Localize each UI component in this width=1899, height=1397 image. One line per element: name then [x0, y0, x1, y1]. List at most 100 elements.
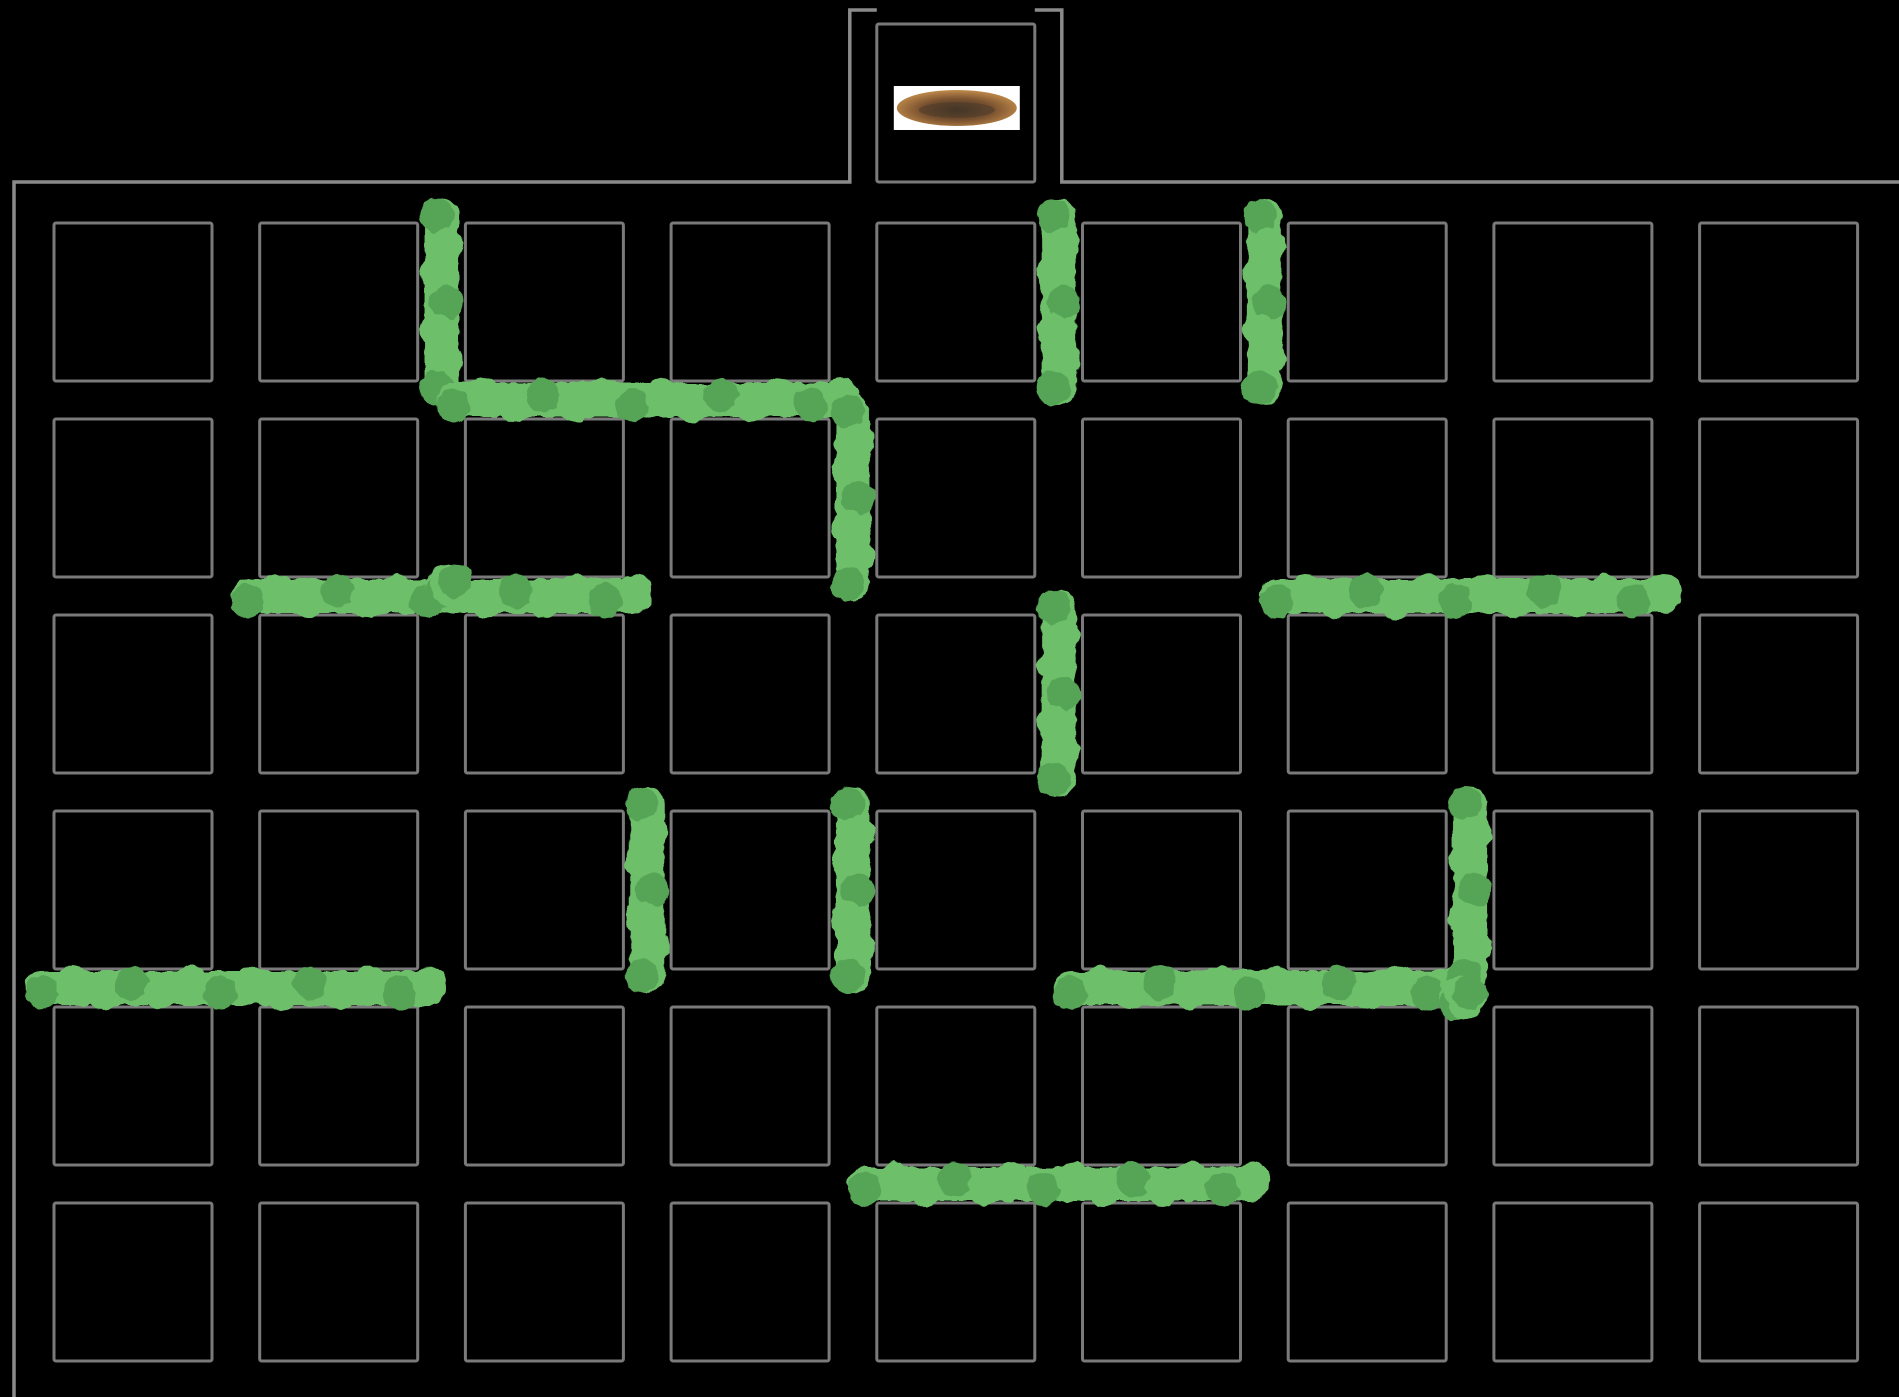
- grid-cell[interactable]: [671, 1007, 829, 1165]
- hedge-leaf: [831, 959, 865, 993]
- hedge-leaf: [1143, 966, 1177, 1000]
- hedge-leaf: [323, 976, 357, 1010]
- hedge-leaf: [675, 388, 709, 422]
- grid-cell[interactable]: [877, 1203, 1035, 1361]
- grid-cell[interactable]: [54, 1203, 212, 1361]
- grid-cell[interactable]: [260, 419, 418, 577]
- hedge-leaf: [1468, 574, 1502, 608]
- grid-cell[interactable]: [1083, 223, 1241, 381]
- hedge-leaf: [967, 1172, 1001, 1206]
- grid-cell[interactable]: [1083, 1007, 1241, 1165]
- grid-cell[interactable]: [1494, 1203, 1652, 1361]
- hedge-leaf: [735, 388, 769, 422]
- hedge-leaf: [937, 1162, 971, 1196]
- grid-cell[interactable]: [54, 223, 212, 381]
- grid-cell[interactable]: [1288, 419, 1446, 577]
- hedge-wall: [848, 1162, 1269, 1206]
- hedge-leaf: [794, 388, 828, 422]
- hedge-leaf: [559, 574, 593, 608]
- hedge-leaf: [499, 574, 533, 608]
- grid-cell[interactable]: [1700, 1203, 1858, 1361]
- grid-cell[interactable]: [1288, 811, 1446, 969]
- hedge-leaf: [174, 966, 208, 1000]
- grid-cell[interactable]: [1083, 419, 1241, 577]
- hedge-leaf: [588, 584, 622, 618]
- grid-cell[interactable]: [260, 811, 418, 969]
- grid-cell[interactable]: [1494, 223, 1652, 381]
- hedge-leaf: [1116, 1162, 1150, 1196]
- grid-cell[interactable]: [1288, 223, 1446, 381]
- grid-cell[interactable]: [465, 615, 623, 773]
- grid-cell[interactable]: [1700, 223, 1858, 381]
- hedge-leaf: [1146, 1172, 1180, 1206]
- hedge-leaf: [437, 388, 471, 422]
- hedge-leaf: [1292, 976, 1326, 1010]
- grid-cell[interactable]: [54, 615, 212, 773]
- grid-cell[interactable]: [1083, 811, 1241, 969]
- grid-cell[interactable]: [1288, 1203, 1446, 1361]
- wooden-log-token-icon[interactable]: [897, 90, 1017, 126]
- hedge-leaf: [1206, 1172, 1240, 1206]
- grid-cell[interactable]: [1700, 1007, 1858, 1165]
- grid-cell[interactable]: [465, 419, 623, 577]
- hedge-leaf: [115, 966, 149, 1000]
- grid-cell[interactable]: [260, 1007, 418, 1165]
- grid-cell[interactable]: [1083, 1203, 1241, 1361]
- hedge-wall: [831, 787, 875, 993]
- hedge-leaf: [290, 584, 324, 618]
- hedge-wall: [25, 966, 446, 1010]
- grid-cell[interactable]: [877, 1007, 1035, 1165]
- hedge-leaf: [144, 976, 178, 1010]
- grid-cell[interactable]: [1700, 419, 1858, 577]
- hedge-leaf: [529, 584, 563, 618]
- hedge-leaf: [466, 378, 500, 412]
- grid-cell[interactable]: [54, 419, 212, 577]
- grid-cell[interactable]: [260, 1203, 418, 1361]
- grid-cell[interactable]: [1288, 615, 1446, 773]
- grid-cell[interactable]: [671, 419, 829, 577]
- grid-cell[interactable]: [260, 615, 418, 773]
- hedge-leaf: [1113, 976, 1147, 1010]
- hedge-leaf: [1352, 976, 1386, 1010]
- grid-cell[interactable]: [1494, 1007, 1652, 1165]
- hedge-leaf: [1027, 1172, 1061, 1206]
- grid-cell[interactable]: [671, 223, 829, 381]
- hedge-leaf: [1057, 1162, 1091, 1196]
- grid-cell[interactable]: [465, 811, 623, 969]
- grid-cell[interactable]: [671, 1203, 829, 1361]
- grid-cell[interactable]: [877, 615, 1035, 773]
- grid-cell[interactable]: [671, 811, 829, 969]
- hedge-leaf: [1232, 976, 1266, 1010]
- grid-cell[interactable]: [1494, 419, 1652, 577]
- hedge-leaf: [1176, 1162, 1210, 1196]
- hedge-leaf: [1528, 574, 1562, 608]
- hedge-wall: [1242, 199, 1286, 405]
- grid-cell[interactable]: [260, 223, 418, 381]
- hedge-leaf: [264, 976, 298, 1010]
- grid-cell[interactable]: [1494, 811, 1652, 969]
- hedge-leaf: [1557, 584, 1591, 618]
- grid-cell[interactable]: [671, 615, 829, 773]
- grid-cell[interactable]: [465, 1007, 623, 1165]
- hedge-leaf: [353, 966, 387, 1000]
- grid-cell[interactable]: [54, 1007, 212, 1165]
- grid-cell[interactable]: [877, 811, 1035, 969]
- grid-cell[interactable]: [1288, 1007, 1446, 1165]
- hedge-leaf: [1453, 976, 1487, 1010]
- grid-cell[interactable]: [877, 419, 1035, 577]
- grid-cell[interactable]: [1494, 615, 1652, 773]
- grid-cell[interactable]: [1700, 811, 1858, 969]
- hedge-leaf: [1173, 976, 1207, 1010]
- grid-cell[interactable]: [1700, 615, 1858, 773]
- player-piece-layer: [894, 86, 1020, 130]
- grid-cell[interactable]: [465, 223, 623, 381]
- hedge-leaf: [556, 388, 590, 422]
- grid-cell[interactable]: [1083, 615, 1241, 773]
- hedge-leaf: [1203, 966, 1237, 1000]
- hedge-leaf: [586, 378, 620, 412]
- grid-cell[interactable]: [465, 1203, 623, 1361]
- grid-cell[interactable]: [877, 223, 1035, 381]
- grid-cell[interactable]: [54, 811, 212, 969]
- hedge-leaf: [1289, 574, 1323, 608]
